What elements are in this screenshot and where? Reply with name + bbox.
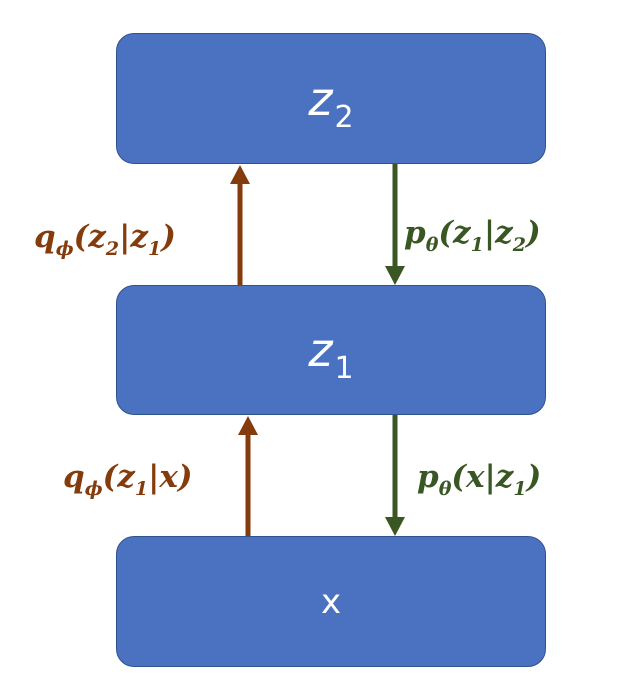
decoder-label-p-x-given-z1: pθ(x|z1) [417, 459, 542, 500]
latent-node-z1: z1 [116, 285, 546, 415]
observed-node-x: x [116, 536, 546, 667]
encoder-label-q-z1-given-x: qϕ(z1|x) [63, 459, 193, 500]
latent-node-z2: z2 [116, 33, 546, 164]
decoder-label-p-z1-given-z2: pθ(z1|z2) [404, 215, 541, 256]
node-label-z2: z2 [308, 71, 354, 135]
node-label-x: x [320, 581, 342, 622]
arrow-down-z1-to-x [385, 415, 405, 536]
node-label-z1: z1 [308, 323, 354, 386]
encoder-label-q-z2-given-z1: qϕ(z2|z1) [34, 219, 176, 260]
arrow-down-z2-to-z1 [385, 164, 405, 285]
arrow-up-x-to-z1 [238, 416, 258, 536]
arrow-up-z1-to-z2 [230, 165, 250, 285]
